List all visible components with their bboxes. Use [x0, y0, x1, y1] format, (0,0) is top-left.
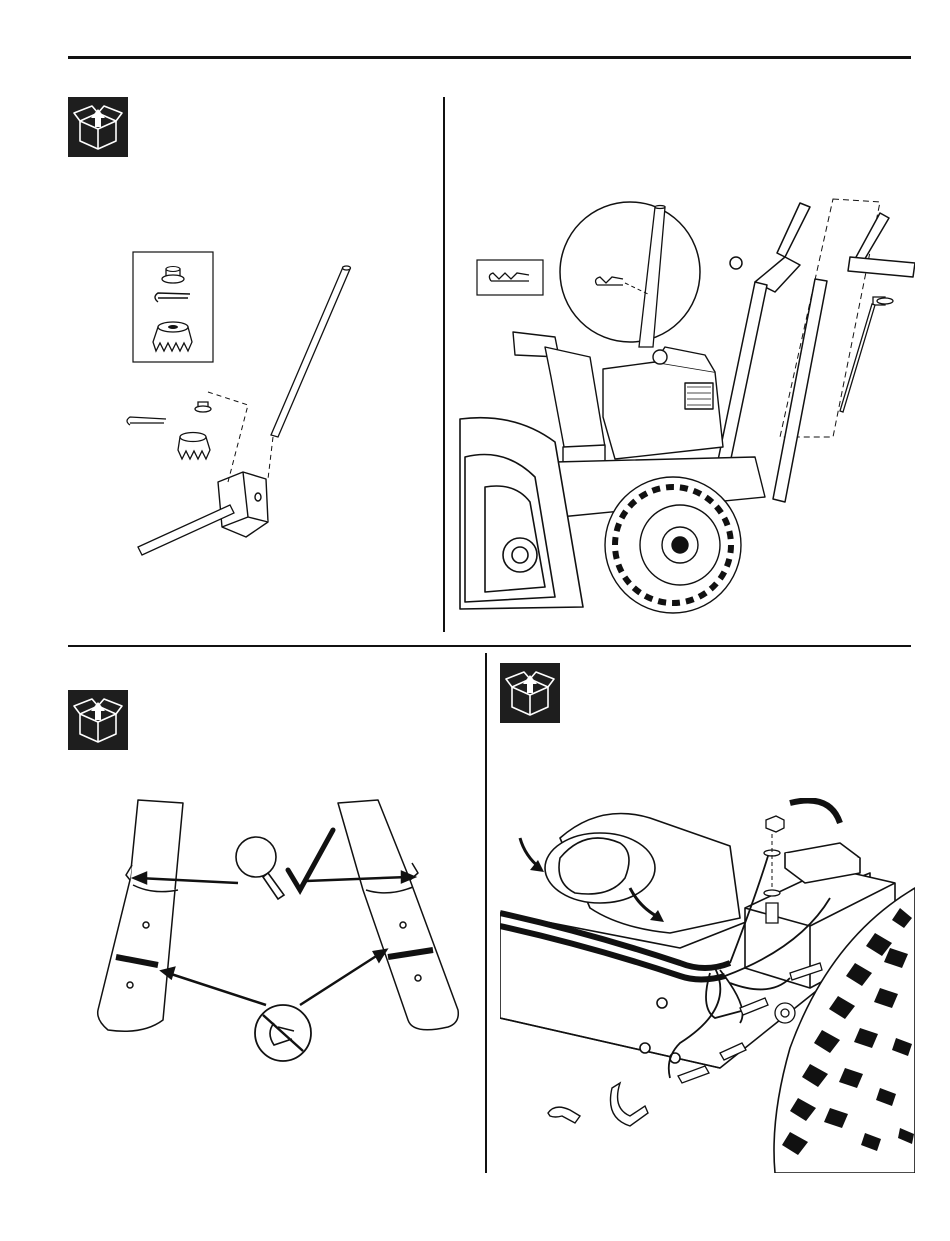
shift-rod-illustration: [118, 247, 438, 577]
gear-icon: [153, 322, 192, 351]
panel-shift-rod: [68, 97, 438, 637]
skid-shoes-illustration: [88, 795, 468, 1075]
top-rule: [68, 56, 911, 59]
panel-skid-inspection: [68, 690, 478, 1170]
panel-battery-wiring: [500, 663, 915, 1173]
parts-box-icon: [68, 97, 128, 157]
snowblower-illustration: [455, 197, 915, 617]
parts-box-icon: [68, 690, 128, 750]
lower-divider: [485, 653, 487, 1173]
middle-rule: [68, 645, 911, 647]
panel-chute-crank: [455, 97, 915, 637]
battery-wiring-illustration: [500, 798, 915, 1173]
magnifier-icon: [236, 837, 284, 899]
no-clip-icon: [255, 1005, 311, 1061]
parts-box-icon: [500, 663, 560, 723]
upper-divider: [443, 97, 445, 632]
